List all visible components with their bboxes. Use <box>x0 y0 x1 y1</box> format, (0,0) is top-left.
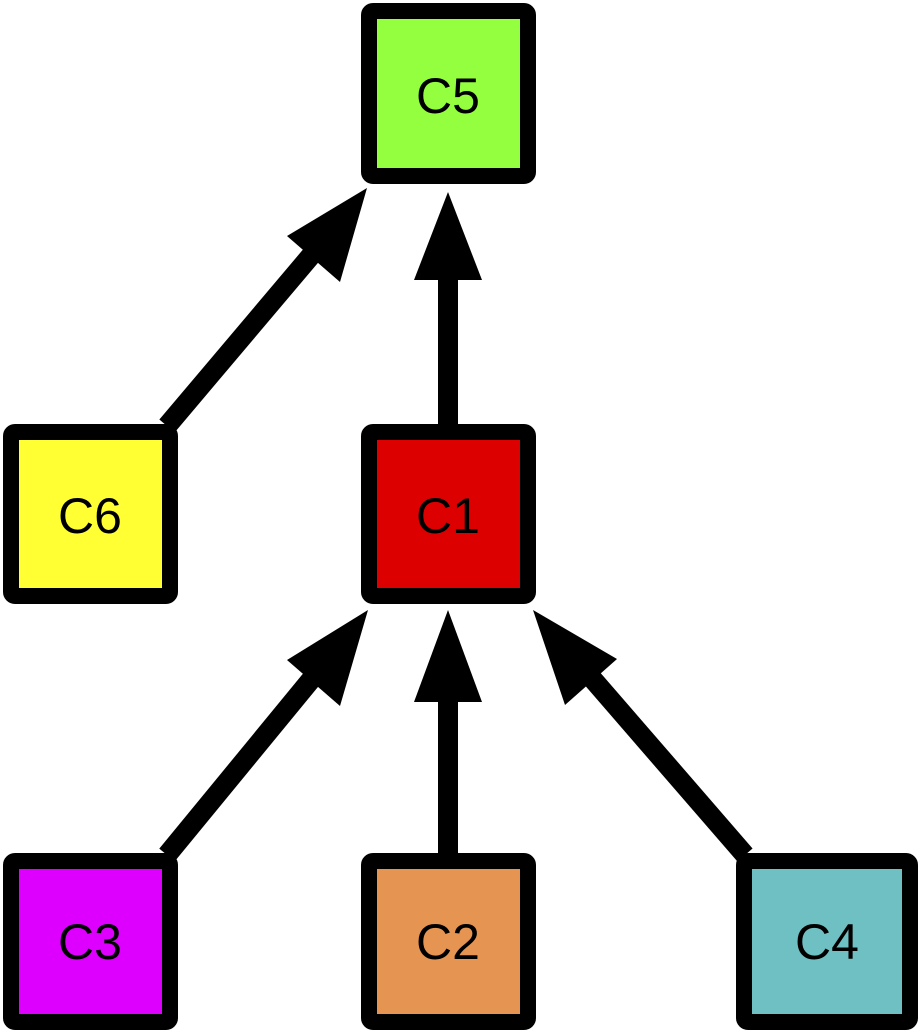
node-c5: C5 <box>361 3 536 184</box>
node-c5-label: C5 <box>416 68 480 124</box>
node-c2-box <box>361 853 536 1030</box>
node-c2: C2 <box>361 853 536 1030</box>
node-c6-box <box>3 424 178 604</box>
arrowhead-icon <box>414 610 482 702</box>
node-c6-label: C6 <box>58 488 122 544</box>
node-c4-label: C4 <box>795 914 859 970</box>
node-c1-box <box>361 424 536 604</box>
edge-c2-to-c1 <box>414 610 482 855</box>
arrowhead-icon <box>287 610 368 706</box>
edges <box>159 188 753 862</box>
edge-c6-to-c5 <box>159 188 367 433</box>
arrowhead-icon <box>533 610 617 705</box>
arrowhead-icon <box>414 192 482 280</box>
edge-c3-to-c1 <box>159 610 368 862</box>
node-c2-label: C2 <box>416 914 480 970</box>
node-c3-label: C3 <box>58 914 122 970</box>
node-c5-box <box>361 3 536 184</box>
nodes: C5 C6 C1 C3 C2 C4 <box>3 3 918 1030</box>
edge-c4-to-c1 <box>533 610 753 862</box>
node-c6: C6 <box>3 424 178 604</box>
node-c3-box <box>3 853 178 1030</box>
node-c4: C4 <box>736 853 918 1030</box>
arrowhead-icon <box>287 188 367 282</box>
node-c1: C1 <box>361 424 536 604</box>
node-c4-box <box>736 853 918 1030</box>
edge-c1-to-c5 <box>414 192 482 426</box>
node-c1-label: C1 <box>416 488 480 544</box>
node-c3: C3 <box>3 853 178 1030</box>
